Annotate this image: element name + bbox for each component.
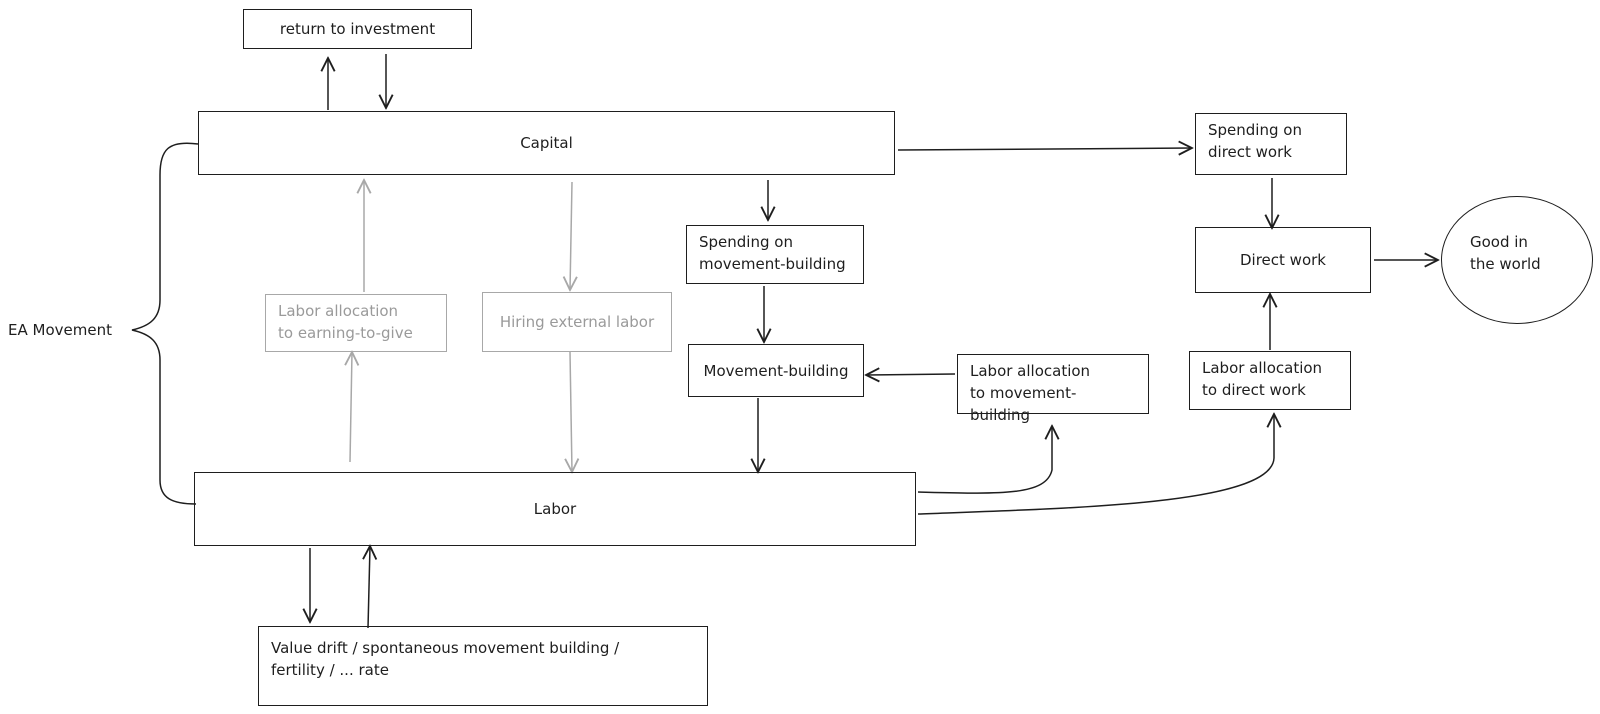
labor-to-la-etg-arrow <box>350 352 352 463</box>
direct-work-node: Direct work <box>1195 227 1371 293</box>
direct-work-label: Direct work <box>1240 251 1326 269</box>
spending-mb-node: Spending on movement-building <box>686 225 864 284</box>
ea-movement-label: EA Movement <box>8 321 112 339</box>
return-to-investment-label: return to investment <box>279 20 436 38</box>
return-to-investment-node: return to investment <box>243 9 472 49</box>
labor-node: Labor <box>194 472 916 546</box>
labor-allocation-mb-line2: to movement-building <box>970 384 1077 424</box>
value-drift-line1: Value drift / spontaneous movement build… <box>271 639 620 657</box>
labor-allocation-etg-line2: to earning-to-give <box>278 324 413 342</box>
hiring-external-labor-label: Hiring external labor <box>499 313 655 331</box>
labor-label: Labor <box>533 500 577 518</box>
spending-mb-line2: movement-building <box>699 255 846 273</box>
spending-direct-work-line2: direct work <box>1208 143 1292 161</box>
spending-mb-line1: Spending on <box>699 233 793 251</box>
capital-to-spending-direct-arrow <box>897 148 1192 150</box>
good-in-world-line2: the world <box>1470 255 1541 273</box>
labor-allocation-dw-node: Labor allocation to direct work <box>1189 351 1351 410</box>
hiring-external-labor-node: Hiring external labor <box>482 292 672 352</box>
labor-allocation-mb-line1: Labor allocation <box>970 362 1091 380</box>
labor-allocation-etg-line1: Labor allocation <box>278 302 399 320</box>
value-drift-to-labor-arrow <box>368 546 370 629</box>
value-drift-line2: fertility / ... rate <box>271 661 389 679</box>
labor-to-la-dw-arrow <box>917 414 1274 515</box>
good-in-world-line1: Good in <box>1470 233 1528 251</box>
spending-direct-work-node: Spending on direct work <box>1195 113 1347 175</box>
labor-allocation-dw-line1: Labor allocation <box>1202 359 1323 377</box>
ea-movement-brace <box>131 142 199 505</box>
labor-allocation-dw-line2: to direct work <box>1202 381 1306 399</box>
hiring-to-labor-arrow <box>570 351 572 472</box>
movement-building-node: Movement-building <box>688 344 864 397</box>
la-mb-to-mb-arrow <box>866 374 956 375</box>
capital-label: Capital <box>520 134 573 152</box>
capital-node: Capital <box>198 111 895 175</box>
labor-to-la-mb-arrow <box>917 426 1052 494</box>
movement-building-label: Movement-building <box>703 361 849 380</box>
capital-to-hiring-arrow <box>570 181 572 290</box>
good-in-world-node: Good in the world <box>1441 196 1593 324</box>
spending-direct-work-line1: Spending on <box>1208 121 1302 139</box>
labor-allocation-mb-node: Labor allocation to movement-building <box>957 354 1149 424</box>
value-drift-node: Value drift / spontaneous movement build… <box>258 626 708 706</box>
labor-allocation-etg-node: Labor allocation to earning-to-give <box>265 294 447 352</box>
